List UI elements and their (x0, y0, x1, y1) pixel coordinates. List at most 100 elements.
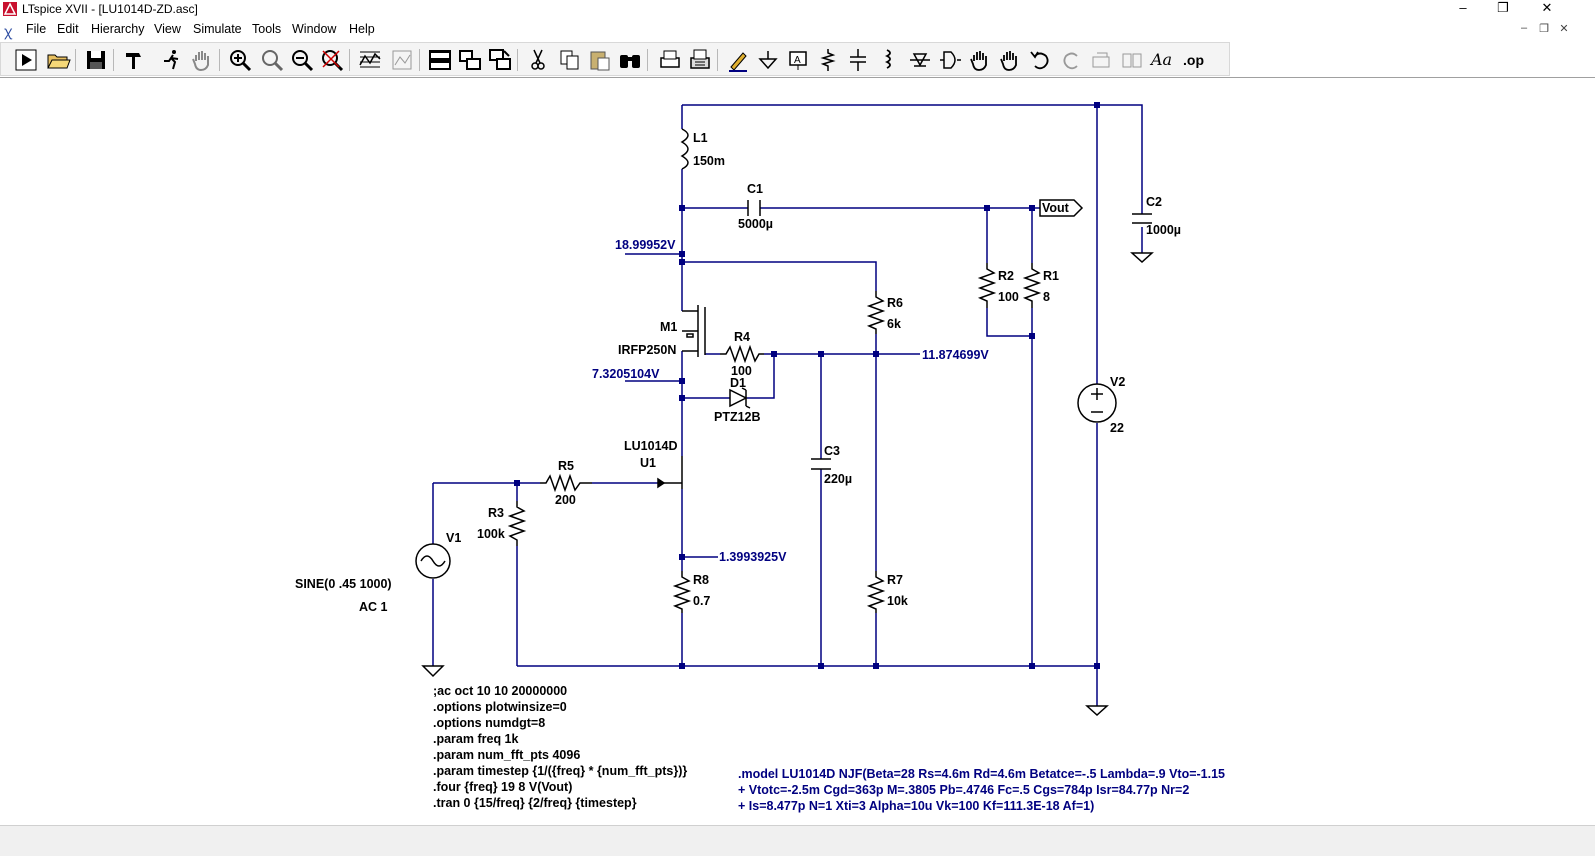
status-bar (0, 825, 1595, 856)
cascade-icon[interactable] (487, 47, 513, 73)
drag-hand-icon[interactable] (997, 47, 1023, 73)
label-V1-name: V1 (446, 531, 461, 545)
autorange-icon[interactable] (357, 47, 383, 73)
resistor-R1 (1022, 263, 1042, 308)
menu-file[interactable]: File (26, 22, 47, 36)
resistor-R2 (977, 263, 997, 308)
label-R2-value: 100 (998, 290, 1019, 304)
minimize-button[interactable]: – (1459, 0, 1467, 15)
mosfet-M1-body (686, 333, 694, 338)
save-icon[interactable] (83, 47, 109, 73)
mosfet-M1 (682, 305, 706, 357)
zoom-out-icon[interactable] (289, 47, 315, 73)
toolbar-separator (219, 49, 220, 71)
zoom-in-icon[interactable] (227, 47, 253, 73)
source-V2 (1077, 383, 1117, 423)
component-icon[interactable] (937, 47, 963, 73)
mdi-minimize-button[interactable]: – (1520, 22, 1528, 34)
ltspice-app-icon[interactable] (3, 2, 17, 16)
copy-icon[interactable] (557, 47, 583, 73)
title-bar: LTspice XVII - [LU1014D-ZD.asc] – ❐ ✕ (0, 0, 1595, 20)
menu-hierarchy[interactable]: Hierarchy (91, 22, 145, 36)
menu-help[interactable]: Help (349, 22, 375, 36)
menu-edit[interactable]: Edit (57, 22, 79, 36)
source-V2-plus (1091, 388, 1103, 413)
resistor-R4 (720, 344, 764, 364)
pencil-wire-icon[interactable] (725, 47, 751, 73)
toolbar-separator (717, 49, 718, 71)
ground-icon[interactable] (755, 47, 781, 73)
directive-line: .options numdgt=8 (433, 716, 545, 730)
voltage-gate: 11.874699V (922, 348, 989, 362)
menu-view[interactable]: View (154, 22, 181, 36)
undo-icon[interactable] (1027, 47, 1053, 73)
model-definition[interactable]: .model LU1014D NJF(Beta=28 Rs=4.6m Rd=4.… (738, 767, 1225, 813)
diode-icon[interactable] (907, 47, 933, 73)
capacitor-icon[interactable] (845, 47, 871, 73)
ground-V1 (421, 665, 445, 678)
source-V1 (415, 543, 451, 579)
jfet-U1-arrow (657, 477, 666, 489)
zener-D1 (729, 387, 751, 409)
move-hand-icon[interactable] (967, 47, 993, 73)
maximize-button[interactable]: ❐ (1497, 0, 1509, 15)
label-L1-value: 150m (693, 154, 725, 168)
schematic-canvas[interactable]: L1 150m C1 5000µ C2 1000µ R2 100 R1 8 R6… (0, 77, 1595, 826)
resistor-R3 (507, 501, 527, 546)
net-label-vout (1039, 199, 1084, 217)
label-R2-name: R2 (998, 269, 1014, 283)
resistor-icon[interactable] (815, 47, 841, 73)
tile-vertical-icon[interactable] (457, 47, 483, 73)
toolbar: A Aa .op (0, 42, 1230, 76)
spice-directive-icon[interactable]: .op (1183, 52, 1204, 68)
zoom-fit-icon[interactable] (319, 47, 345, 73)
autorange-disabled-icon[interactable] (389, 47, 415, 73)
label-V2-name: V2 (1110, 375, 1125, 389)
text-icon[interactable]: Aa (1151, 50, 1173, 69)
label-R6-name: R6 (887, 296, 903, 310)
directive-line: .tran 0 {15/freq} {2/freq} {timestep} (433, 796, 637, 810)
label-M1-name: M1 (660, 320, 677, 334)
label-V2-value: 22 (1110, 421, 1124, 435)
zoom-pan-icon[interactable] (259, 47, 285, 73)
label-R4-value: 100 (731, 364, 752, 378)
label-C3-name: C3 (824, 444, 840, 458)
ground-C2 (1130, 252, 1154, 264)
binoculars-icon[interactable] (617, 47, 643, 73)
menu-tools[interactable]: Tools (252, 22, 282, 36)
hammer-icon[interactable] (121, 47, 147, 73)
label-R1-name: R1 (1043, 269, 1059, 283)
document-icon[interactable]: ꭓ (4, 23, 12, 39)
label-C2-value: 1000µ (1146, 223, 1181, 237)
voltage-mid: 7.3205104V (592, 367, 660, 381)
label-net-icon[interactable]: A (785, 47, 811, 73)
open-folder-icon[interactable] (45, 47, 71, 73)
running-man-icon[interactable] (159, 47, 185, 73)
toolbar-separator (349, 49, 350, 71)
inductor-icon[interactable] (875, 47, 901, 73)
close-button[interactable]: ✕ (1541, 0, 1553, 15)
menu-simulate[interactable]: Simulate (193, 22, 242, 36)
print-icon[interactable] (687, 47, 713, 73)
mdi-close-button[interactable]: ✕ (1559, 23, 1569, 35)
label-R1-value: 8 (1043, 290, 1050, 304)
rotate-icon[interactable] (1089, 47, 1115, 73)
tile-horizontal-icon[interactable] (427, 47, 453, 73)
spice-directives[interactable]: ;ac oct 10 10 20000000 .options plotwins… (433, 684, 687, 810)
schematic-drawing[interactable]: L1 150m C1 5000µ C2 1000µ R2 100 R1 8 R6… (0, 78, 1595, 826)
paste-icon[interactable] (587, 47, 613, 73)
print-preview-icon[interactable] (657, 47, 683, 73)
label-U1-value: LU1014D (624, 439, 678, 453)
menu-window[interactable]: Window (292, 22, 337, 36)
hand-icon[interactable] (189, 47, 215, 73)
directive-line: ;ac oct 10 10 20000000 (433, 684, 567, 698)
ground-main (1085, 705, 1109, 717)
run-icon[interactable] (13, 47, 39, 73)
toolbar-separator (75, 49, 76, 71)
scissors-icon[interactable] (525, 47, 551, 73)
inductor-L1 (680, 128, 689, 170)
wires (432, 104, 1143, 706)
redo-icon[interactable] (1059, 47, 1085, 73)
mdi-restore-button[interactable]: ❐ (1539, 23, 1549, 35)
mirror-icon[interactable] (1119, 47, 1145, 73)
